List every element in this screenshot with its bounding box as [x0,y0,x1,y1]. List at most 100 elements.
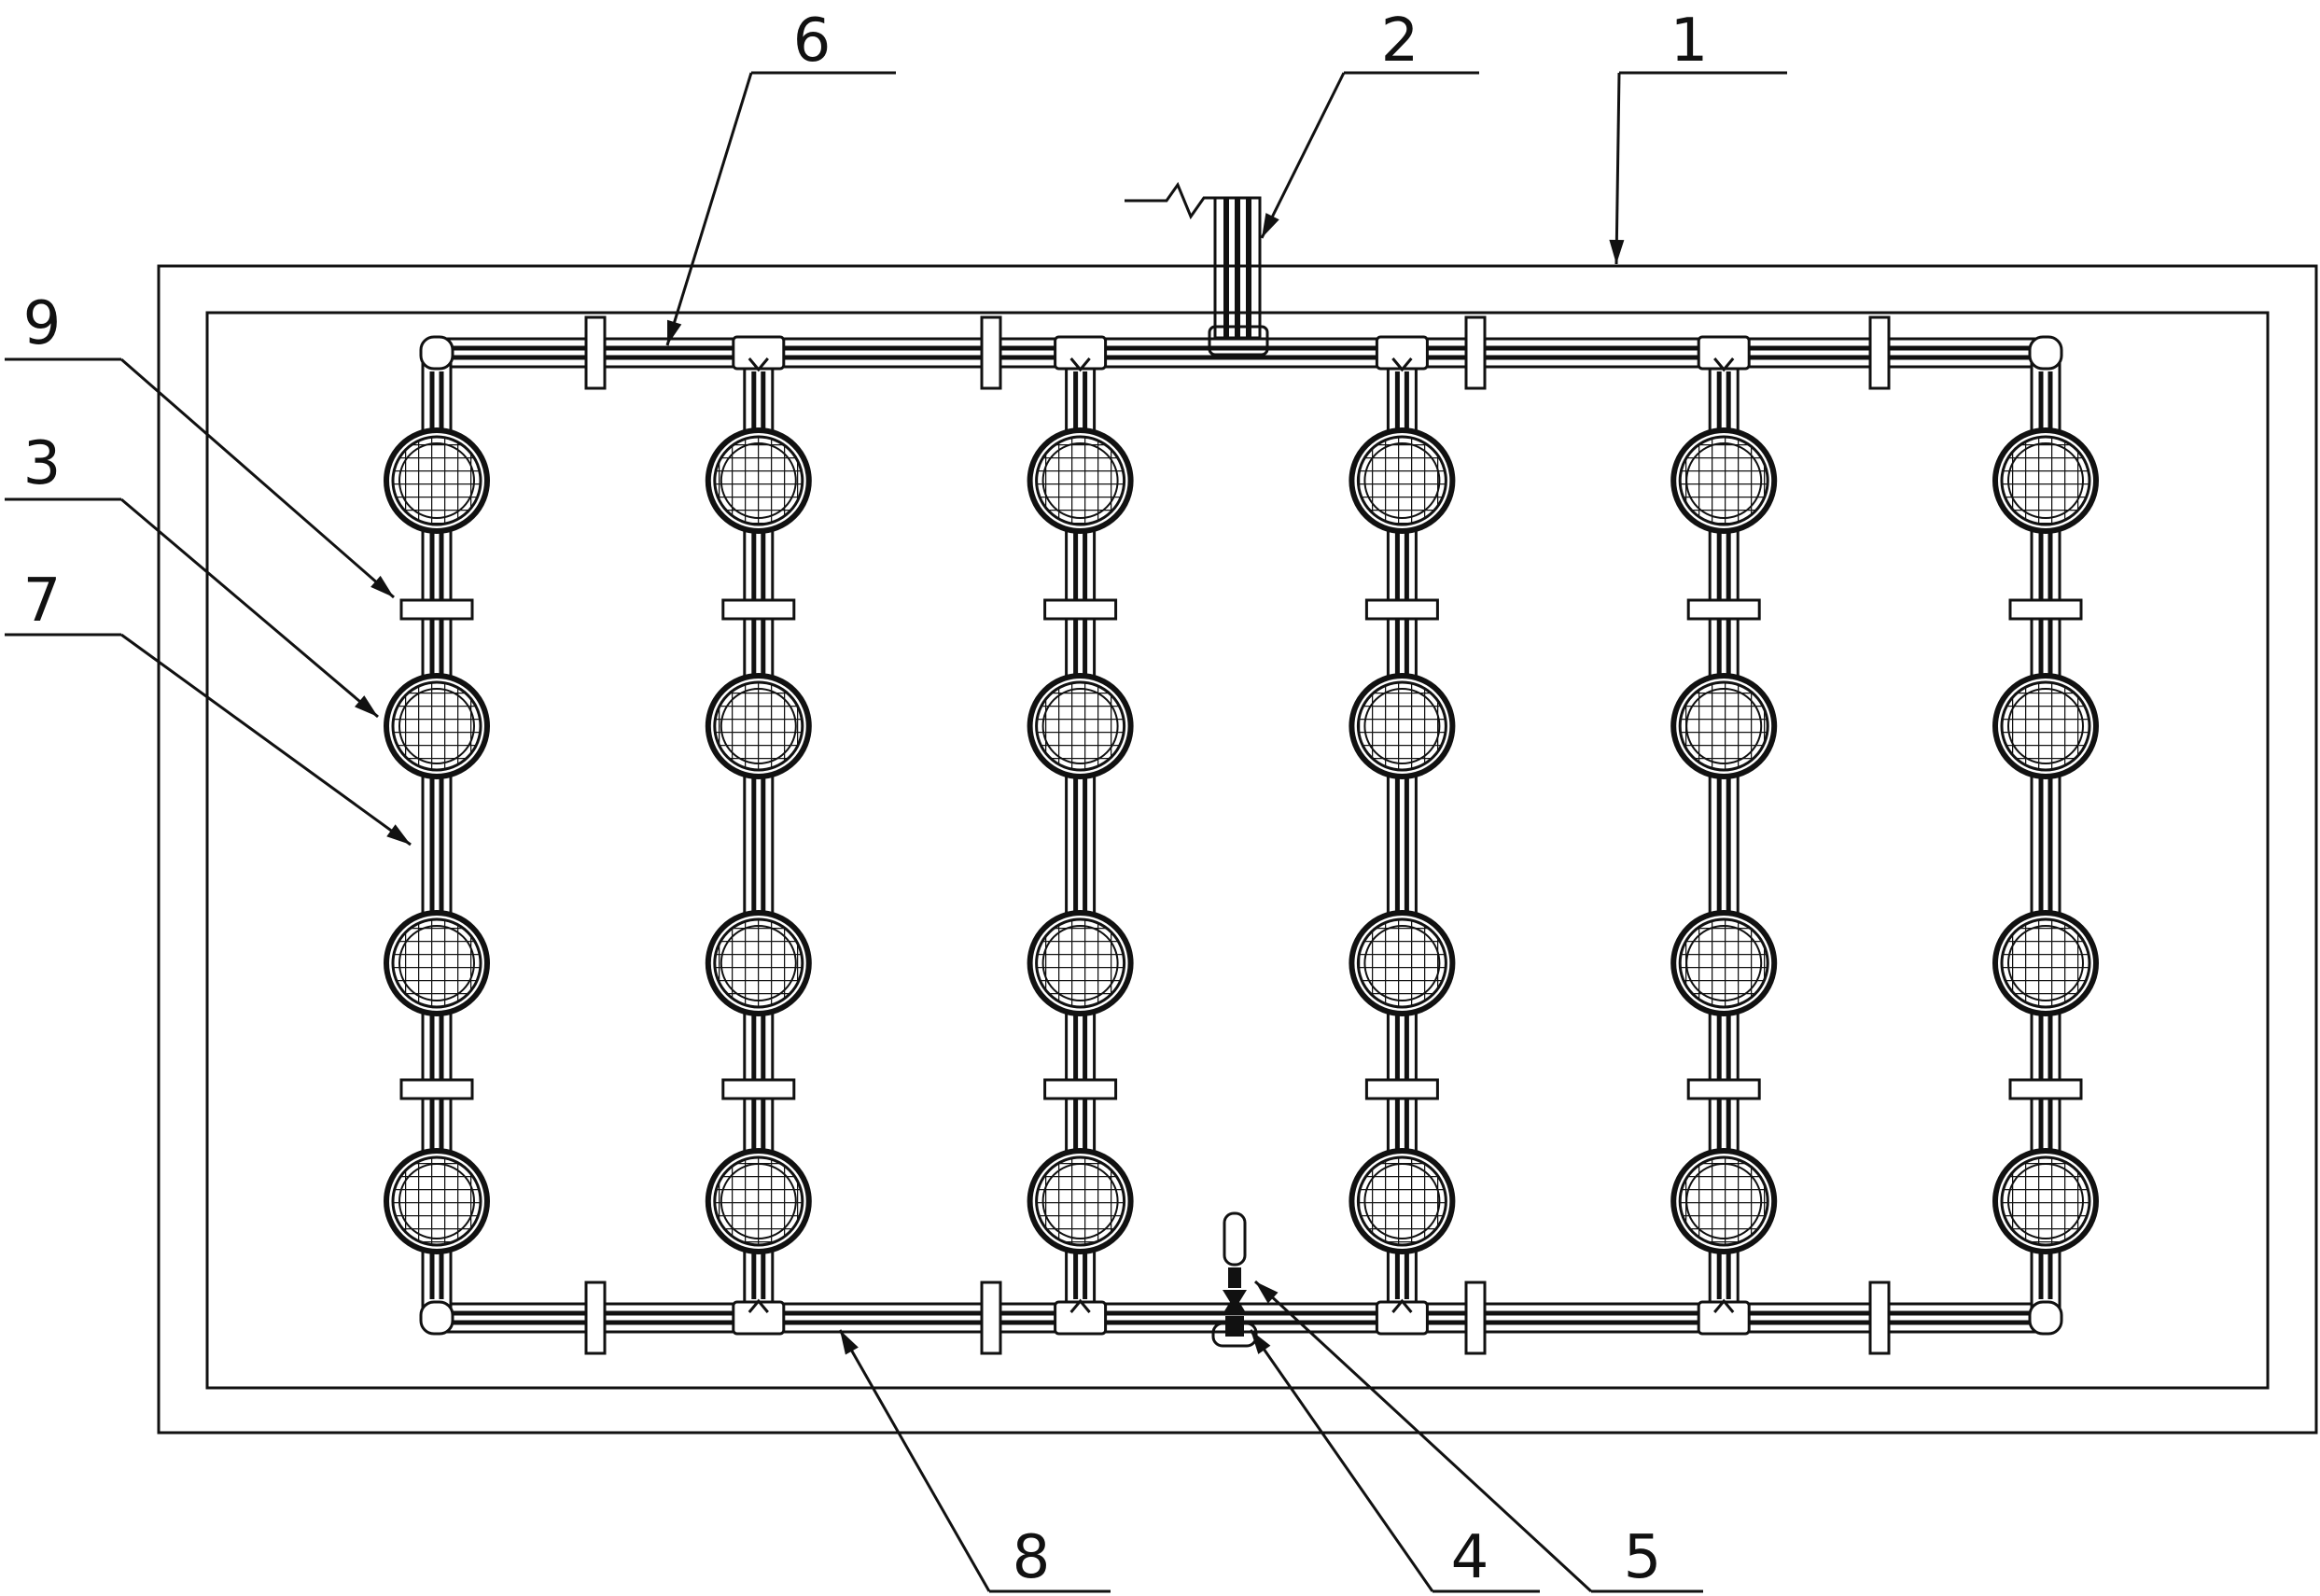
callout-7: 7 [5,567,412,847]
diffuser-mesh [1035,917,1126,1009]
callout-leader [1253,1280,1593,1593]
pipe-clamp [584,315,607,390]
callout-arrowhead [1251,1330,1271,1354]
callout-2: 2 [1260,7,1479,239]
callout-number: 2 [1381,7,1419,76]
diffuser-inner-ring [2007,442,2084,519]
callout-leader [1614,72,1621,265]
pipe-clamp [721,598,796,621]
diffuser-mesh [2000,435,2091,526]
tee-fitting [1375,335,1429,371]
pipe-clamps [399,315,2083,1355]
pipe-clamp [1464,1281,1487,1355]
pipe-clamp [399,598,474,621]
diffuser-inner-ring [1685,442,1763,519]
diffuser-mesh [391,680,482,772]
pipe-clamp [1868,1281,1891,1355]
pipe-clamp [399,1078,474,1100]
diffuser-inner-ring [398,442,475,519]
callout-arrowhead [1255,1281,1279,1304]
diffuser-mesh [1678,680,1769,772]
tee-arrow [1391,357,1413,372]
diffuser-disc [1027,1148,1134,1254]
diffuser-mesh [391,1155,482,1247]
callout-number: 4 [1451,1523,1489,1592]
callout-leader [120,357,395,599]
pipe-clamp [1464,315,1487,390]
outer-tank-wall [157,264,2318,1435]
diffuser-mesh [1678,1155,1769,1247]
callout-number: 9 [23,289,62,358]
break-line [1125,181,1260,220]
diffuser-inner-ring [1685,688,1763,764]
diffuser-disc [705,910,812,1016]
tee-fitting [732,335,786,371]
callout-3: 3 [5,429,379,719]
callout-1: 1 [1609,7,1787,265]
diffuser-inner-ring [720,925,797,1001]
diffuser-mesh [1035,680,1126,772]
diffuser-disc [1349,427,1456,534]
diffuser-inner-ring [1363,925,1441,1001]
diffuser-disc [384,1148,490,1254]
diffuser-mesh [1035,1155,1126,1247]
callout-9: 9 [5,289,395,599]
diffuser-disc [1670,427,1778,534]
diffuser-disc [1027,910,1134,1016]
diffuser-disc [1670,910,1778,1016]
diffuser-inner-ring [720,1163,797,1239]
top-header-pipe [427,337,2055,369]
tee-fitting [1375,1300,1429,1336]
diffuser-mesh [391,435,482,526]
pipe-network [421,337,2061,1334]
callout-arrowhead [840,1330,859,1355]
callout-number: 8 [1013,1523,1051,1592]
tee-fitting [1697,335,1751,371]
diffuser-inner-ring [2007,925,2084,1001]
tee-arrow [1713,1298,1735,1313]
tee-fitting [732,1300,786,1336]
diffuser-mesh [713,680,804,772]
diffuser-mesh [1035,435,1126,526]
diffuser-mesh [713,917,804,1009]
pipe-clamp [2008,1078,2083,1100]
diffuser-inner-ring [1041,688,1119,764]
callouts: 1 2 3 4 5 6 7 8 9 [5,7,1787,1593]
tee-arrow [748,1298,769,1313]
diffuser-inner-ring [720,688,797,764]
diffuser-mesh [1356,1155,1447,1247]
diffuser-disc [705,1148,812,1254]
diffuser-disc [1027,673,1134,779]
diffuser-inner-ring [1363,1163,1441,1239]
diffuser-disc [1992,910,2099,1016]
pipe-clamp [1686,598,1761,621]
diffuser-inner-ring [398,688,475,764]
inlet-riser [1125,181,1269,357]
pipe-clamp [1043,598,1118,621]
diffuser-mesh [2000,680,2091,772]
pipe-clamp [1686,1078,1761,1100]
elbow-fitting [419,335,454,371]
callout-number: 7 [23,567,62,636]
inner-tank-wall [205,311,2270,1390]
tee-arrow [748,357,769,372]
pipe-clamp [2008,598,2083,621]
tee-arrow [1391,1298,1413,1313]
tee-arrow [1069,1298,1091,1313]
callout-arrowhead [1609,239,1625,264]
diffuser-mesh [391,917,482,1009]
tee-arrow [1713,357,1735,372]
diffuser-mesh [1356,680,1447,772]
diffuser-mesh [713,435,804,526]
elbow-fitting [419,1300,454,1336]
diffuser-inner-ring [2007,1163,2084,1239]
diffuser-inner-ring [720,442,797,519]
callout-number: 6 [793,7,832,76]
diffuser-disc [1992,1148,2099,1254]
callout-number: 5 [1624,1523,1662,1592]
diffuser-inner-ring [1685,925,1763,1001]
diffuser-disc [705,427,812,534]
callout-6: 6 [665,7,896,346]
callout-leader [838,1329,991,1592]
pipe-clamp [1868,315,1891,390]
